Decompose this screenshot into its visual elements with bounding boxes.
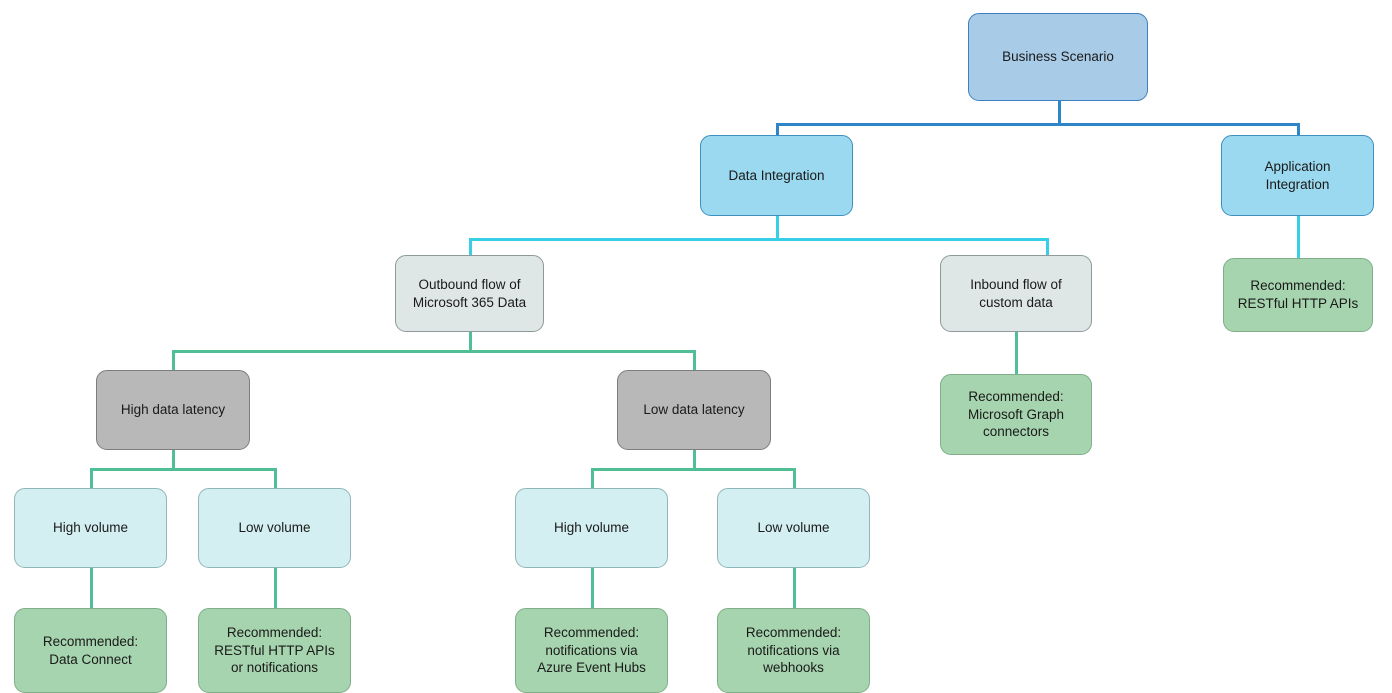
node-recommendation-webhooks[interactable]: Recommended: notifications via webhooks <box>717 608 870 693</box>
connector-low-volume-left-to-recommendation <box>274 568 277 608</box>
node-recommendation-restful-http-apis[interactable]: Recommended: RESTful HTTP APIs <box>1223 258 1373 332</box>
connector-data-integration-bus <box>469 238 1049 241</box>
node-recommendation-restful-or-notifications[interactable]: Recommended: RESTful HTTP APIs or notifi… <box>198 608 351 693</box>
connector-application-integration-to-recommendation <box>1297 216 1300 258</box>
node-business-scenario[interactable]: Business Scenario <box>968 13 1148 101</box>
connector-data-integration-stem <box>776 216 779 240</box>
connector-root-stem <box>1058 101 1061 125</box>
connector-root-bus <box>776 123 1300 126</box>
node-outbound-flow-microsoft-365-data[interactable]: Outbound flow of Microsoft 365 Data <box>395 255 544 332</box>
connector-to-high-volume-right <box>591 468 594 488</box>
connector-to-application-integration <box>1297 123 1300 135</box>
connector-to-high-data-latency <box>172 350 175 370</box>
node-application-integration[interactable]: Application Integration <box>1221 135 1374 216</box>
connector-to-high-volume-left <box>90 468 93 488</box>
node-high-volume-high-latency[interactable]: High volume <box>14 488 167 568</box>
connector-to-low-volume-left <box>274 468 277 488</box>
connector-high-volume-left-to-recommendation <box>90 568 93 608</box>
node-recommendation-data-connect[interactable]: Recommended: Data Connect <box>14 608 167 693</box>
node-data-integration[interactable]: Data Integration <box>700 135 853 216</box>
connector-high-volume-right-to-recommendation <box>591 568 594 608</box>
connector-outbound-flow-stem <box>469 332 472 352</box>
connector-high-data-latency-bus <box>90 468 277 471</box>
node-low-data-latency[interactable]: Low data latency <box>617 370 771 450</box>
node-high-volume-low-latency[interactable]: High volume <box>515 488 668 568</box>
node-low-volume-high-latency[interactable]: Low volume <box>198 488 351 568</box>
node-recommendation-azure-event-hubs[interactable]: Recommended: notifications via Azure Eve… <box>515 608 668 693</box>
node-recommendation-microsoft-graph-connectors[interactable]: Recommended: Microsoft Graph connectors <box>940 374 1092 455</box>
node-high-data-latency[interactable]: High data latency <box>96 370 250 450</box>
node-inbound-flow-custom-data[interactable]: Inbound flow of custom data <box>940 255 1092 332</box>
connector-inbound-flow-to-recommendation <box>1015 332 1018 374</box>
connector-outbound-flow-bus <box>172 350 695 353</box>
connector-to-outbound-flow <box>469 238 472 255</box>
connector-high-data-latency-stem <box>172 450 175 470</box>
connector-to-low-volume-right <box>793 468 796 488</box>
connector-to-inbound-flow <box>1046 238 1049 255</box>
connector-low-data-latency-stem <box>693 450 696 470</box>
connector-to-low-data-latency <box>693 350 696 370</box>
connector-low-data-latency-bus <box>591 468 796 471</box>
connector-to-data-integration <box>776 123 779 135</box>
node-low-volume-low-latency[interactable]: Low volume <box>717 488 870 568</box>
connector-low-volume-right-to-recommendation <box>793 568 796 608</box>
